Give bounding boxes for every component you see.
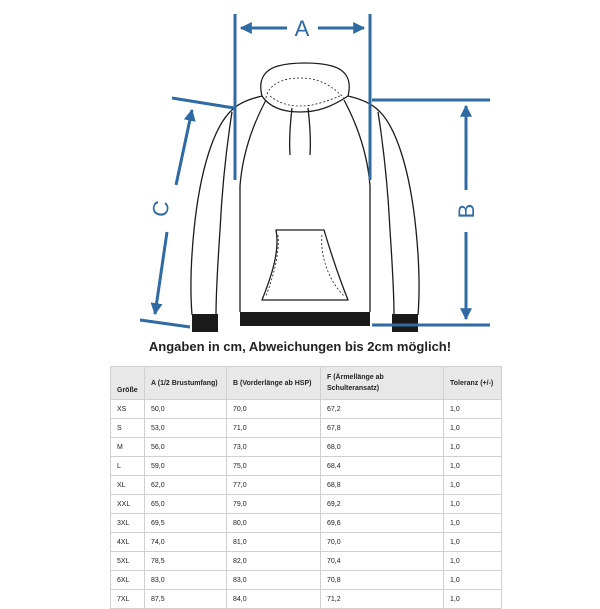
size-table: Größe A (1/2 Brustumfang) B (Vorderlänge… bbox=[110, 366, 502, 609]
cell-a: 69,5 bbox=[144, 513, 227, 533]
cell-tolerance: 1,0 bbox=[443, 589, 502, 609]
cell-b: 70,0 bbox=[226, 399, 321, 419]
cell-b: 84,0 bbox=[226, 589, 321, 609]
cell-f: 67,2 bbox=[320, 399, 444, 419]
cell-tolerance: 1,0 bbox=[443, 475, 502, 495]
cell-size: XS bbox=[110, 399, 145, 419]
cell-a: 87,5 bbox=[144, 589, 227, 609]
left-cuff bbox=[192, 314, 218, 332]
cell-size: 7XL bbox=[110, 589, 145, 609]
cell-b: 80,0 bbox=[226, 513, 321, 533]
cell-tolerance: 1,0 bbox=[443, 418, 502, 438]
cell-b: 77,0 bbox=[226, 475, 321, 495]
cell-f: 70,4 bbox=[320, 551, 444, 571]
label-b: B bbox=[454, 204, 479, 219]
hoodie-outline bbox=[190, 62, 420, 316]
cell-a: 74,0 bbox=[144, 532, 227, 552]
cell-tolerance: 1,0 bbox=[443, 570, 502, 590]
cell-a: 83,0 bbox=[144, 570, 227, 590]
cell-a: 50,0 bbox=[144, 399, 227, 419]
label-c: C bbox=[147, 199, 174, 219]
cell-b: 71,0 bbox=[226, 418, 321, 438]
cell-tolerance: 1,0 bbox=[443, 399, 502, 419]
right-cuff bbox=[392, 314, 418, 332]
cell-tolerance: 1,0 bbox=[443, 513, 502, 533]
cell-b: 75,0 bbox=[226, 456, 321, 476]
cell-f: 68,4 bbox=[320, 456, 444, 476]
header-f: F (Ärmellänge ab Schulteransatz) bbox=[320, 366, 444, 400]
cell-size: M bbox=[110, 437, 145, 457]
cell-a: 59,0 bbox=[144, 456, 227, 476]
cell-f: 69,6 bbox=[320, 513, 444, 533]
cell-tolerance: 1,0 bbox=[443, 456, 502, 476]
hoodie-measurement-diagram: A B C bbox=[139, 14, 490, 332]
cell-b: 81,0 bbox=[226, 532, 321, 552]
cell-size: 4XL bbox=[110, 532, 145, 552]
cell-size: 3XL bbox=[110, 513, 145, 533]
cell-size: XL bbox=[110, 475, 145, 495]
cell-b: 73,0 bbox=[226, 437, 321, 457]
header-b: B (Vorderlänge ab HSP) bbox=[226, 366, 321, 400]
header-a: A (1/2 Brustumfang) bbox=[144, 366, 227, 400]
cell-a: 56,0 bbox=[144, 437, 227, 457]
cell-size: 6XL bbox=[110, 570, 145, 590]
header-size: Größe bbox=[110, 366, 145, 400]
cell-a: 78,5 bbox=[144, 551, 227, 571]
cell-size: XXL bbox=[110, 494, 145, 514]
cell-b: 79,0 bbox=[226, 494, 321, 514]
cell-f: 70,0 bbox=[320, 532, 444, 552]
measurement-c bbox=[139, 96, 235, 329]
cell-tolerance: 1,0 bbox=[443, 494, 502, 514]
cell-a: 62,0 bbox=[144, 475, 227, 495]
cell-size: 5XL bbox=[110, 551, 145, 571]
header-tolerance: Toleranz (+/-) bbox=[443, 366, 502, 400]
cell-f: 68,8 bbox=[320, 475, 444, 495]
cell-b: 82,0 bbox=[226, 551, 321, 571]
cell-f: 68,0 bbox=[320, 437, 444, 457]
cell-size: S bbox=[110, 418, 145, 438]
cell-f: 67,8 bbox=[320, 418, 444, 438]
measurement-note: Angaben in cm, Abweichungen bis 2cm mögl… bbox=[148, 339, 452, 354]
table-header-row: Größe A (1/2 Brustumfang) B (Vorderlänge… bbox=[110, 366, 502, 400]
cell-f: 71,2 bbox=[320, 589, 444, 609]
cell-tolerance: 1,0 bbox=[443, 551, 502, 571]
cell-tolerance: 1,0 bbox=[443, 437, 502, 457]
cell-tolerance: 1,0 bbox=[443, 532, 502, 552]
cell-a: 65,0 bbox=[144, 494, 227, 514]
cell-f: 70,8 bbox=[320, 570, 444, 590]
cell-f: 69,2 bbox=[320, 494, 444, 514]
waistband bbox=[240, 312, 370, 326]
label-a: A bbox=[295, 16, 310, 41]
cell-a: 53,0 bbox=[144, 418, 227, 438]
cell-b: 83,0 bbox=[226, 570, 321, 590]
measurement-b bbox=[372, 98, 490, 327]
cell-size: L bbox=[110, 456, 145, 476]
measurement-a bbox=[233, 14, 372, 180]
